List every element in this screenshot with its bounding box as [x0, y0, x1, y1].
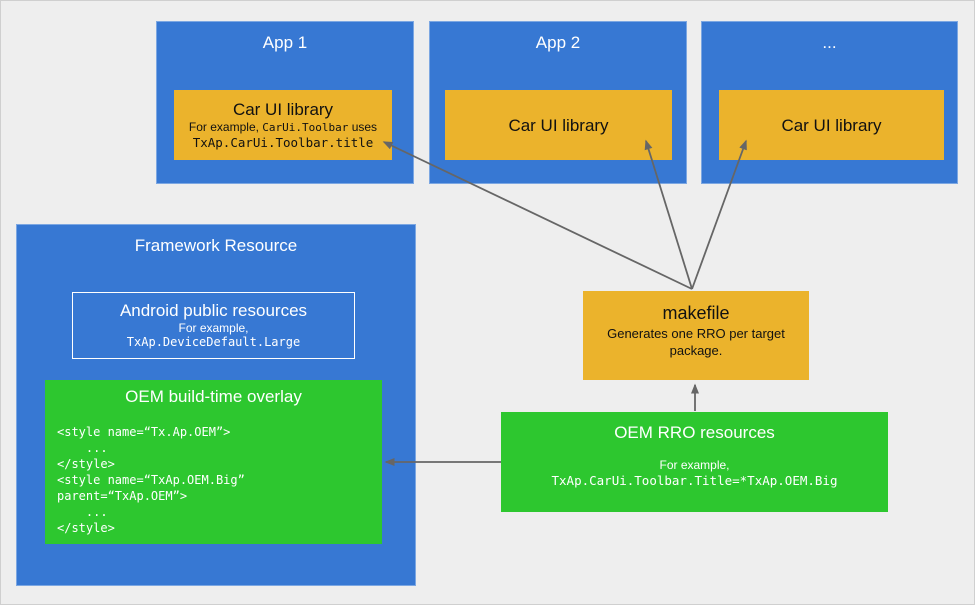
app-ellipsis-title: ... — [822, 33, 837, 52]
car-ui-library-title: Car UI library — [232, 100, 334, 119]
example-suffix: uses — [348, 120, 378, 134]
makefile-box: makefile Generates one RRO per target pa… — [583, 291, 809, 380]
oem-build-time-overlay-title: OEM build-time overlay — [125, 387, 302, 406]
makefile-description: Generates one RRO per target package. — [607, 326, 785, 358]
app1-title: App 1 — [262, 33, 308, 52]
car-ui-library-title: Car UI library — [781, 115, 882, 135]
app3-car-ui-library-box: Car UI library — [719, 90, 944, 160]
android-public-resources-box: Android public resources For example, Tx… — [72, 292, 355, 359]
public-resources-example-code: TxAp.DeviceDefault.Large — [126, 335, 301, 349]
makefile-title: makefile — [662, 303, 730, 323]
framework-resource-box: Framework Resource Android public resour… — [16, 224, 416, 586]
rro-example-label: For example, — [659, 458, 730, 472]
car-ui-library-title: Car UI library — [508, 115, 609, 135]
app1-car-ui-library-box: Car UI library For example, CarUi.Toolba… — [174, 90, 392, 160]
car-ui-library-example-code: TxAp.CarUi.Toolbar.title — [192, 135, 374, 150]
example-prefix: For example, — [188, 120, 263, 134]
public-resources-example-label: For example, — [178, 321, 249, 335]
app2-car-ui-library-box: Car UI library — [445, 90, 672, 160]
android-public-resources-title: Android public resources — [119, 301, 308, 320]
app-ellipsis-box: ... Car UI library — [701, 21, 958, 184]
app2-box: App 2 Car UI library — [429, 21, 687, 184]
overlay-style-code: <style name=“Tx.Ap.OEM”> ... </style> <s… — [57, 425, 245, 535]
oem-rro-resources-box: OEM RRO resources For example, TxAp.CarU… — [501, 412, 888, 512]
app2-title: App 2 — [535, 33, 581, 52]
app1-box: App 1 Car UI library For example, CarUi.… — [156, 21, 414, 184]
example-code: CarUi.Toolbar — [262, 121, 349, 134]
rro-example-code: TxAp.CarUi.Toolbar.Title=*TxAp.OEM.Big — [551, 473, 838, 488]
oem-rro-resources-title: OEM RRO resources — [614, 423, 775, 442]
car-ui-library-example-line: For example, CarUi.Toolbar uses — [189, 120, 377, 135]
framework-resource-title: Framework Resource — [134, 236, 298, 255]
oem-build-time-overlay-box: OEM build-time overlay <style name=“Tx.A… — [45, 380, 382, 544]
